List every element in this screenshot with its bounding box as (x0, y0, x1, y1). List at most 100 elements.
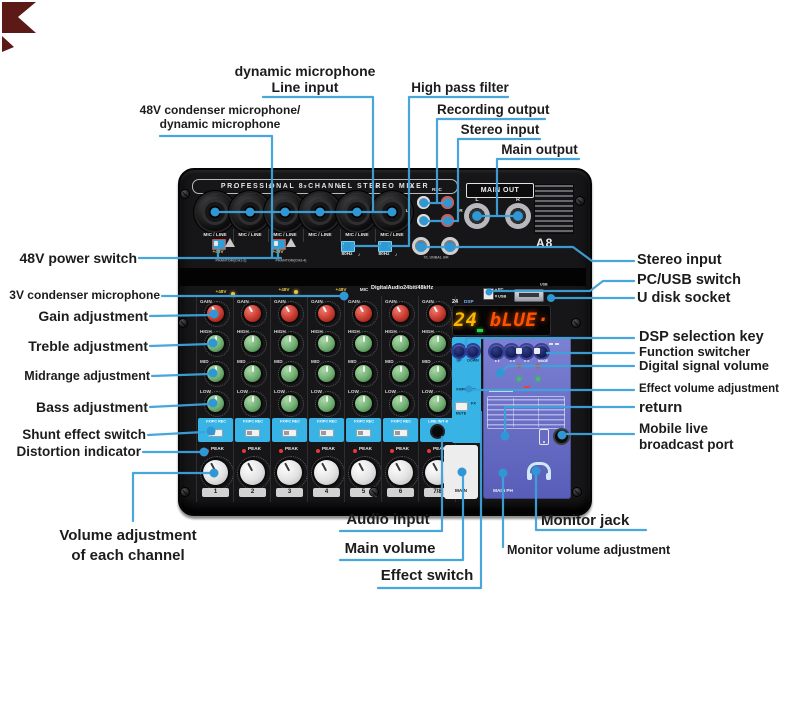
high-knob-ch3[interactable] (281, 334, 298, 352)
channel-volume-knob-2[interactable] (240, 459, 265, 485)
main-output-jack-r[interactable] (505, 203, 531, 229)
low-knob-ch2[interactable] (244, 394, 261, 412)
fx-pc-rec-switch-ch4[interactable] (319, 429, 334, 437)
channel-volume-knob-1[interactable] (203, 459, 228, 485)
peak-led-ch7/8 (427, 449, 431, 453)
channel-volume-knob-4[interactable] (314, 459, 339, 485)
stereo-line-jack-8R[interactable] (441, 237, 459, 255)
xlr-combo-input-1[interactable]: 1 (196, 185, 236, 231)
stereo-line-jack-7L[interactable] (412, 237, 430, 255)
mic-line-label: MIC / LINE (380, 233, 404, 238)
mid-knob-ch4[interactable] (318, 364, 335, 382)
dsp-down-button[interactable] (467, 345, 479, 357)
next-track-button[interactable] (520, 345, 533, 358)
high-pass-filter-switch-ch6[interactable] (378, 241, 392, 252)
mobile-broadcast-jack[interactable] (555, 430, 568, 443)
dsp-up-button[interactable] (453, 345, 465, 357)
high-knob-ch4[interactable] (318, 334, 335, 352)
up-label: UP (456, 359, 462, 363)
fx-pc-rec-switch-ch1[interactable] (208, 429, 223, 437)
main-ph-label: MAIN PH (493, 489, 513, 494)
gain-knob-ch5[interactable] (355, 304, 372, 322)
low-label: LOW (200, 390, 211, 395)
mid-knob-ch1[interactable] (207, 364, 224, 382)
peak-label: PEAK (211, 447, 225, 452)
pc-switch-label: ▴ PC (495, 287, 504, 292)
mid-label: MID (348, 360, 357, 365)
next-glyph: ►► (523, 360, 531, 364)
fx-mute-button[interactable] (455, 402, 468, 411)
low-knob-ch7[interactable] (429, 394, 446, 412)
high-knob-ch7[interactable] (429, 334, 446, 352)
high-knob-ch1[interactable] (207, 334, 224, 352)
play-pause-button[interactable] (490, 345, 503, 358)
peak-led-ch1 (205, 449, 209, 453)
xlr-combo-input-5[interactable]: 5 (338, 185, 378, 231)
low-knob-ch4[interactable] (318, 394, 335, 412)
function-caption-bar (489, 390, 513, 392)
gain-knob-ch1[interactable] (207, 304, 224, 322)
fx-pc-rec-switch-ch5[interactable] (356, 429, 371, 437)
callout-main-output: Main output (501, 142, 578, 157)
low-knob-ch6[interactable] (392, 394, 409, 412)
fx-pc-rec-switch-ch3[interactable] (282, 429, 297, 437)
mid-knob-ch6[interactable] (392, 364, 409, 382)
gain-knob-ch3[interactable] (281, 304, 298, 322)
rec-output-jack-right[interactable] (441, 196, 454, 209)
high-pass-filter-switch-ch5[interactable] (341, 241, 355, 252)
high-label: HIGH (385, 330, 397, 335)
channel-number-plate: 4 (313, 488, 340, 497)
channel-volume-knob-5[interactable] (351, 459, 376, 485)
mid-knob-ch2[interactable] (244, 364, 261, 382)
mobile-phone-icon (539, 429, 549, 445)
mid-label: MID (311, 360, 320, 365)
mid-knob-ch3[interactable] (281, 364, 298, 382)
gain-knob-ch2[interactable] (244, 304, 261, 322)
channel-volume-knob-6[interactable] (388, 459, 413, 485)
main-label: MAIN (455, 489, 467, 494)
mid-label: MID (274, 360, 283, 365)
gain-knob-ch6[interactable] (392, 304, 409, 322)
xlr-combo-input-2[interactable]: 2 (231, 185, 271, 231)
main-output-jack-l[interactable] (464, 203, 490, 229)
mid-knob-ch7[interactable] (429, 364, 446, 382)
low-label: LOW (422, 390, 433, 395)
phantom-48v-switch-ch12[interactable] (212, 239, 226, 250)
screw (576, 197, 584, 205)
fxpcrec-label: FX/PC REC (456, 388, 476, 392)
low-knob-ch3[interactable] (281, 394, 298, 412)
xlr-combo-input-3[interactable]: 3 (266, 185, 306, 231)
channel-volume-knob-3[interactable] (277, 459, 302, 485)
prev-track-button[interactable] (505, 345, 518, 358)
low-knob-ch5[interactable] (355, 394, 372, 412)
xlr-combo-input-4[interactable]: 4 (301, 185, 341, 231)
gain-label: GAIN (348, 300, 360, 305)
clip-led (517, 364, 521, 368)
u-disk-socket[interactable] (514, 289, 544, 302)
mid-knob-ch5[interactable] (355, 364, 372, 382)
rec-output-jack-left[interactable] (417, 196, 430, 209)
high-knob-ch6[interactable] (392, 334, 409, 352)
low-knob-ch1[interactable] (207, 394, 224, 412)
fx-pc-rec-label: FX/PC REC (353, 420, 374, 424)
fx-pc-rec-switch-ch2[interactable] (245, 429, 260, 437)
gain-knob-ch7[interactable] (429, 304, 446, 322)
fx-pc-rec-switch-ch6[interactable] (393, 429, 408, 437)
stereo-input-jack-right[interactable] (441, 214, 454, 227)
stereo-input-jack-left[interactable] (417, 214, 430, 227)
high-knob-ch2[interactable] (244, 334, 261, 352)
line-in-78-jack[interactable] (432, 426, 443, 437)
mid-label: MID (200, 360, 209, 365)
48v-led (231, 292, 235, 296)
high-knob-ch5[interactable] (355, 334, 372, 352)
channel-number-plate: 2 (239, 488, 266, 497)
mid-label: MID (237, 360, 246, 365)
pc-usb-switch[interactable] (483, 288, 494, 300)
gain-knob-ch4[interactable] (318, 304, 335, 322)
phantom-label: PHANTOM(CH1-2) (215, 259, 247, 263)
high-label: HIGH (200, 330, 212, 335)
phantom-48v-switch-ch34[interactable] (272, 239, 286, 250)
channel-number-plate: 3 (276, 488, 303, 497)
callout-pc-usb-switch: PC/USB switch (637, 272, 741, 288)
